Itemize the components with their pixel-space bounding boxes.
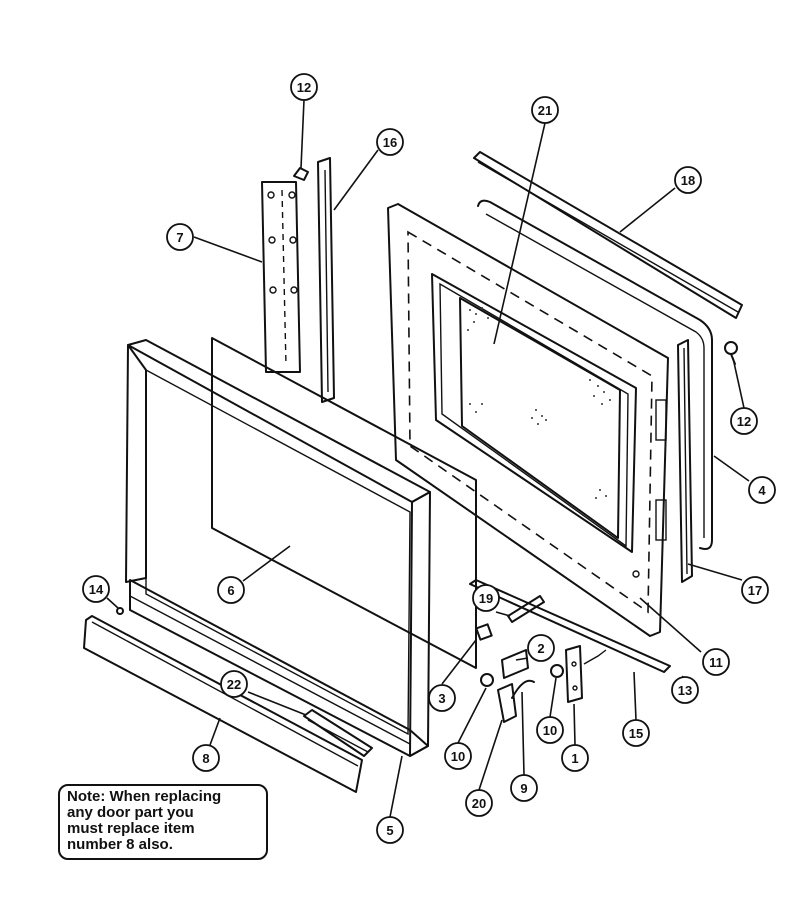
part-6-insulation xyxy=(211,337,477,669)
part-7-hinge-strip xyxy=(261,181,301,373)
callout-14[interactable]: 14 xyxy=(82,575,110,603)
callout-label: 3 xyxy=(438,691,445,706)
callout-label: 20 xyxy=(472,796,486,811)
callout-17[interactable]: 17 xyxy=(741,576,769,604)
part-4-gasket xyxy=(477,199,713,550)
part-22-bracket xyxy=(303,709,373,757)
callout-label: 6 xyxy=(227,583,234,598)
callout-13[interactable]: 13 xyxy=(671,676,699,704)
callout-20[interactable]: 20 xyxy=(465,789,493,817)
callout-label: 22 xyxy=(227,677,241,692)
callout-label: 18 xyxy=(681,173,695,188)
callout-label: 2 xyxy=(537,641,544,656)
part-12-screw-right xyxy=(724,341,738,365)
note-line: number 8 also. xyxy=(67,836,173,853)
callout-1[interactable]: 1 xyxy=(561,744,589,772)
part-10-bumper-left xyxy=(480,673,494,687)
callout-16[interactable]: 16 xyxy=(376,128,404,156)
replacement-note: Note: When replacing any door part you m… xyxy=(58,784,268,860)
note-line: any door part you xyxy=(67,804,194,821)
callout-3[interactable]: 3 xyxy=(428,684,456,712)
callout-15[interactable]: 15 xyxy=(622,719,650,747)
part-12-screw-top xyxy=(293,167,309,181)
callout-label: 19 xyxy=(479,591,493,606)
callout-21[interactable]: 21 xyxy=(531,96,559,124)
part-18-top-trim xyxy=(473,151,743,319)
part-17-side-strip xyxy=(677,339,693,583)
callout-18[interactable]: 18 xyxy=(674,166,702,194)
callout-label: 17 xyxy=(748,583,762,598)
callout-label: 13 xyxy=(678,683,692,698)
part-14-screw xyxy=(116,607,124,615)
part-3-clip xyxy=(475,623,493,641)
callout-label: 12 xyxy=(737,414,751,429)
note-line: must replace item xyxy=(67,820,195,837)
callout-8[interactable]: 8 xyxy=(192,744,220,772)
callout-10-right[interactable]: 10 xyxy=(536,716,564,744)
part-9-link xyxy=(511,679,535,699)
callout-2[interactable]: 2 xyxy=(527,634,555,662)
callout-label: 14 xyxy=(89,582,104,597)
callout-label: 7 xyxy=(176,230,183,245)
callout-label: 12 xyxy=(297,80,311,95)
callout-5[interactable]: 5 xyxy=(376,816,404,844)
part-20-hinge-arm xyxy=(497,683,517,723)
callout-label: 10 xyxy=(451,749,465,764)
callout-label: 4 xyxy=(758,483,766,498)
part-10-bumper-right xyxy=(550,664,564,678)
callout-12-right[interactable]: 12 xyxy=(730,407,758,435)
callout-9[interactable]: 9 xyxy=(510,774,538,802)
leader-lines xyxy=(106,99,750,818)
callout-label: 10 xyxy=(543,723,557,738)
callout-label: 11 xyxy=(709,655,723,670)
note-line: Note: When replacing xyxy=(67,788,222,805)
part-5-outer-frame xyxy=(125,339,431,757)
callout-10-left[interactable]: 10 xyxy=(444,742,472,770)
callout-label: 9 xyxy=(520,781,527,796)
part-16-channel xyxy=(317,157,335,403)
callout-6[interactable]: 6 xyxy=(217,576,245,604)
callout-12-top[interactable]: 12 xyxy=(290,73,318,101)
part-1-plate xyxy=(565,645,607,703)
callout-label: 15 xyxy=(629,726,643,741)
callout-22[interactable]: 22 xyxy=(220,670,248,698)
callout-11[interactable]: 11 xyxy=(702,648,730,676)
callout-4[interactable]: 4 xyxy=(748,476,776,504)
callout-label: 21 xyxy=(538,103,552,118)
glass-speckle xyxy=(467,307,611,499)
callout-19[interactable]: 19 xyxy=(472,584,500,612)
part-8-trim-panel xyxy=(83,615,363,793)
callout-label: 16 xyxy=(383,135,397,150)
part-15-bottom-strip xyxy=(469,579,671,673)
part-21-inner-panel xyxy=(387,203,669,637)
callout-label: 1 xyxy=(571,751,578,766)
callout-label: 8 xyxy=(202,751,209,766)
callout-label: 5 xyxy=(386,823,393,838)
part-2-latch xyxy=(501,649,529,679)
callout-7[interactable]: 7 xyxy=(166,223,194,251)
